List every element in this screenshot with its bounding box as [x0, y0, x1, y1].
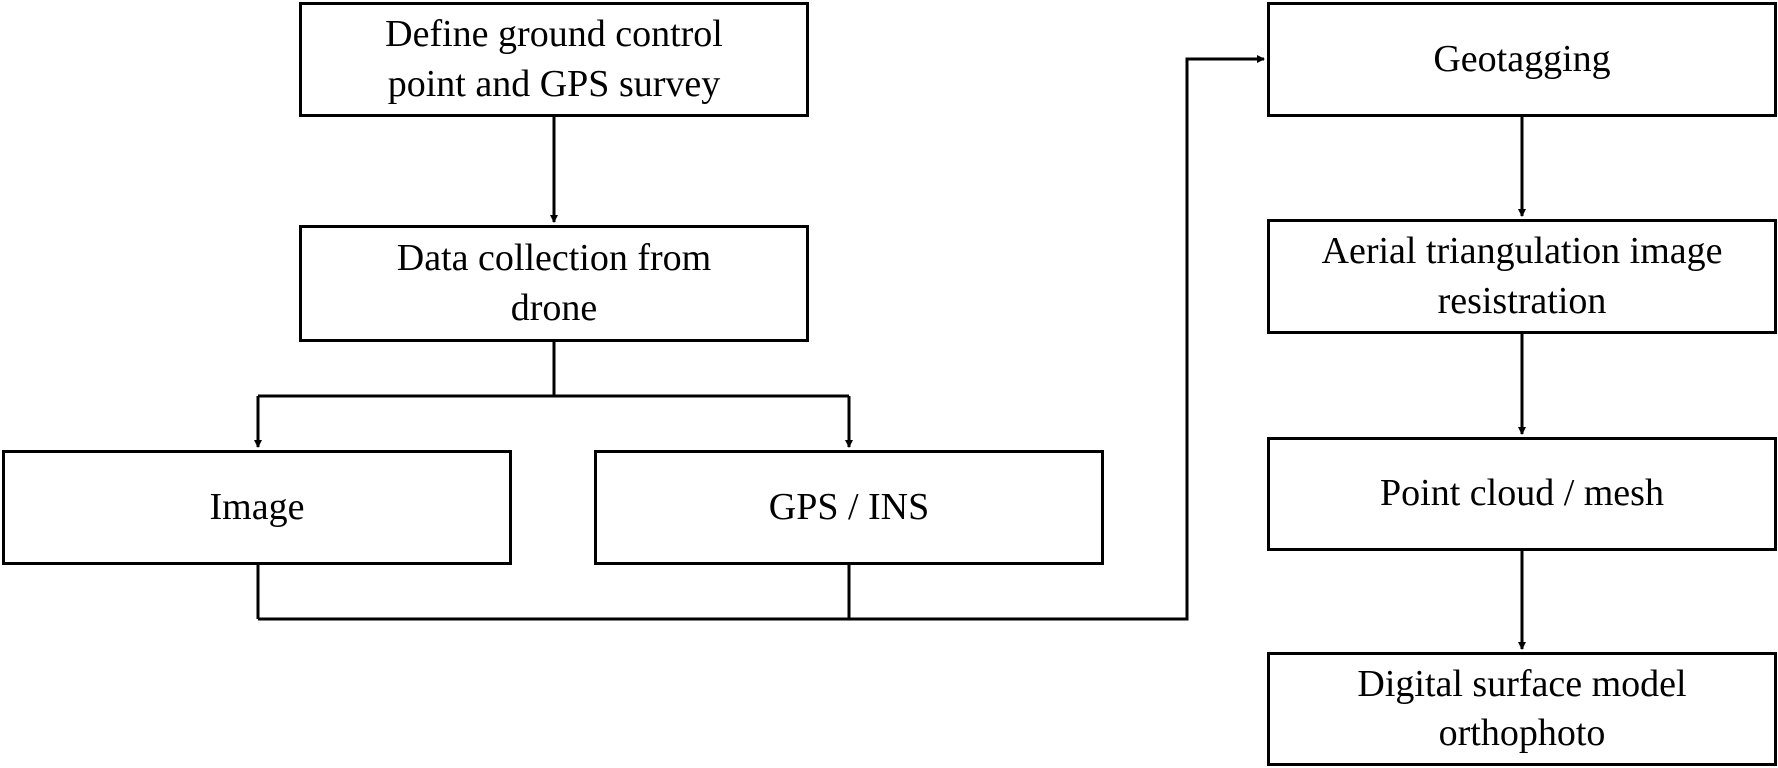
node-gps-ins: GPS / INS — [594, 450, 1104, 565]
node-label-line: resistration — [1437, 279, 1607, 322]
node-data-collection: Data collection from drone — [299, 225, 809, 342]
node-label-line: Data collection from — [396, 237, 712, 280]
node-digital-surface-model: Digital surface model orthophoto — [1267, 652, 1777, 766]
node-label-line: Define ground control — [385, 13, 723, 56]
node-define-ground-control: Define ground control point and GPS surv… — [299, 2, 809, 117]
node-geotagging: Geotagging — [1267, 2, 1777, 117]
node-label-line: Digital surface model — [1357, 662, 1687, 705]
node-aerial-triangulation: Aerial triangulation image resistration — [1267, 219, 1777, 334]
node-label-line: Point cloud / mesh — [1380, 472, 1664, 515]
node-point-cloud: Point cloud / mesh — [1267, 437, 1777, 551]
node-image: Image — [2, 450, 512, 565]
node-label-line: Aerial triangulation image — [1321, 230, 1723, 273]
node-label-line: point and GPS survey — [387, 62, 721, 105]
node-label-line: Geotagging — [1433, 37, 1611, 80]
node-label-line: drone — [510, 286, 598, 329]
node-label-line: GPS / INS — [768, 485, 930, 528]
node-label-line: orthophoto — [1438, 712, 1606, 754]
edge-merge-to-geotagging — [258, 55, 1265, 621]
node-label-line: Image — [209, 485, 305, 528]
